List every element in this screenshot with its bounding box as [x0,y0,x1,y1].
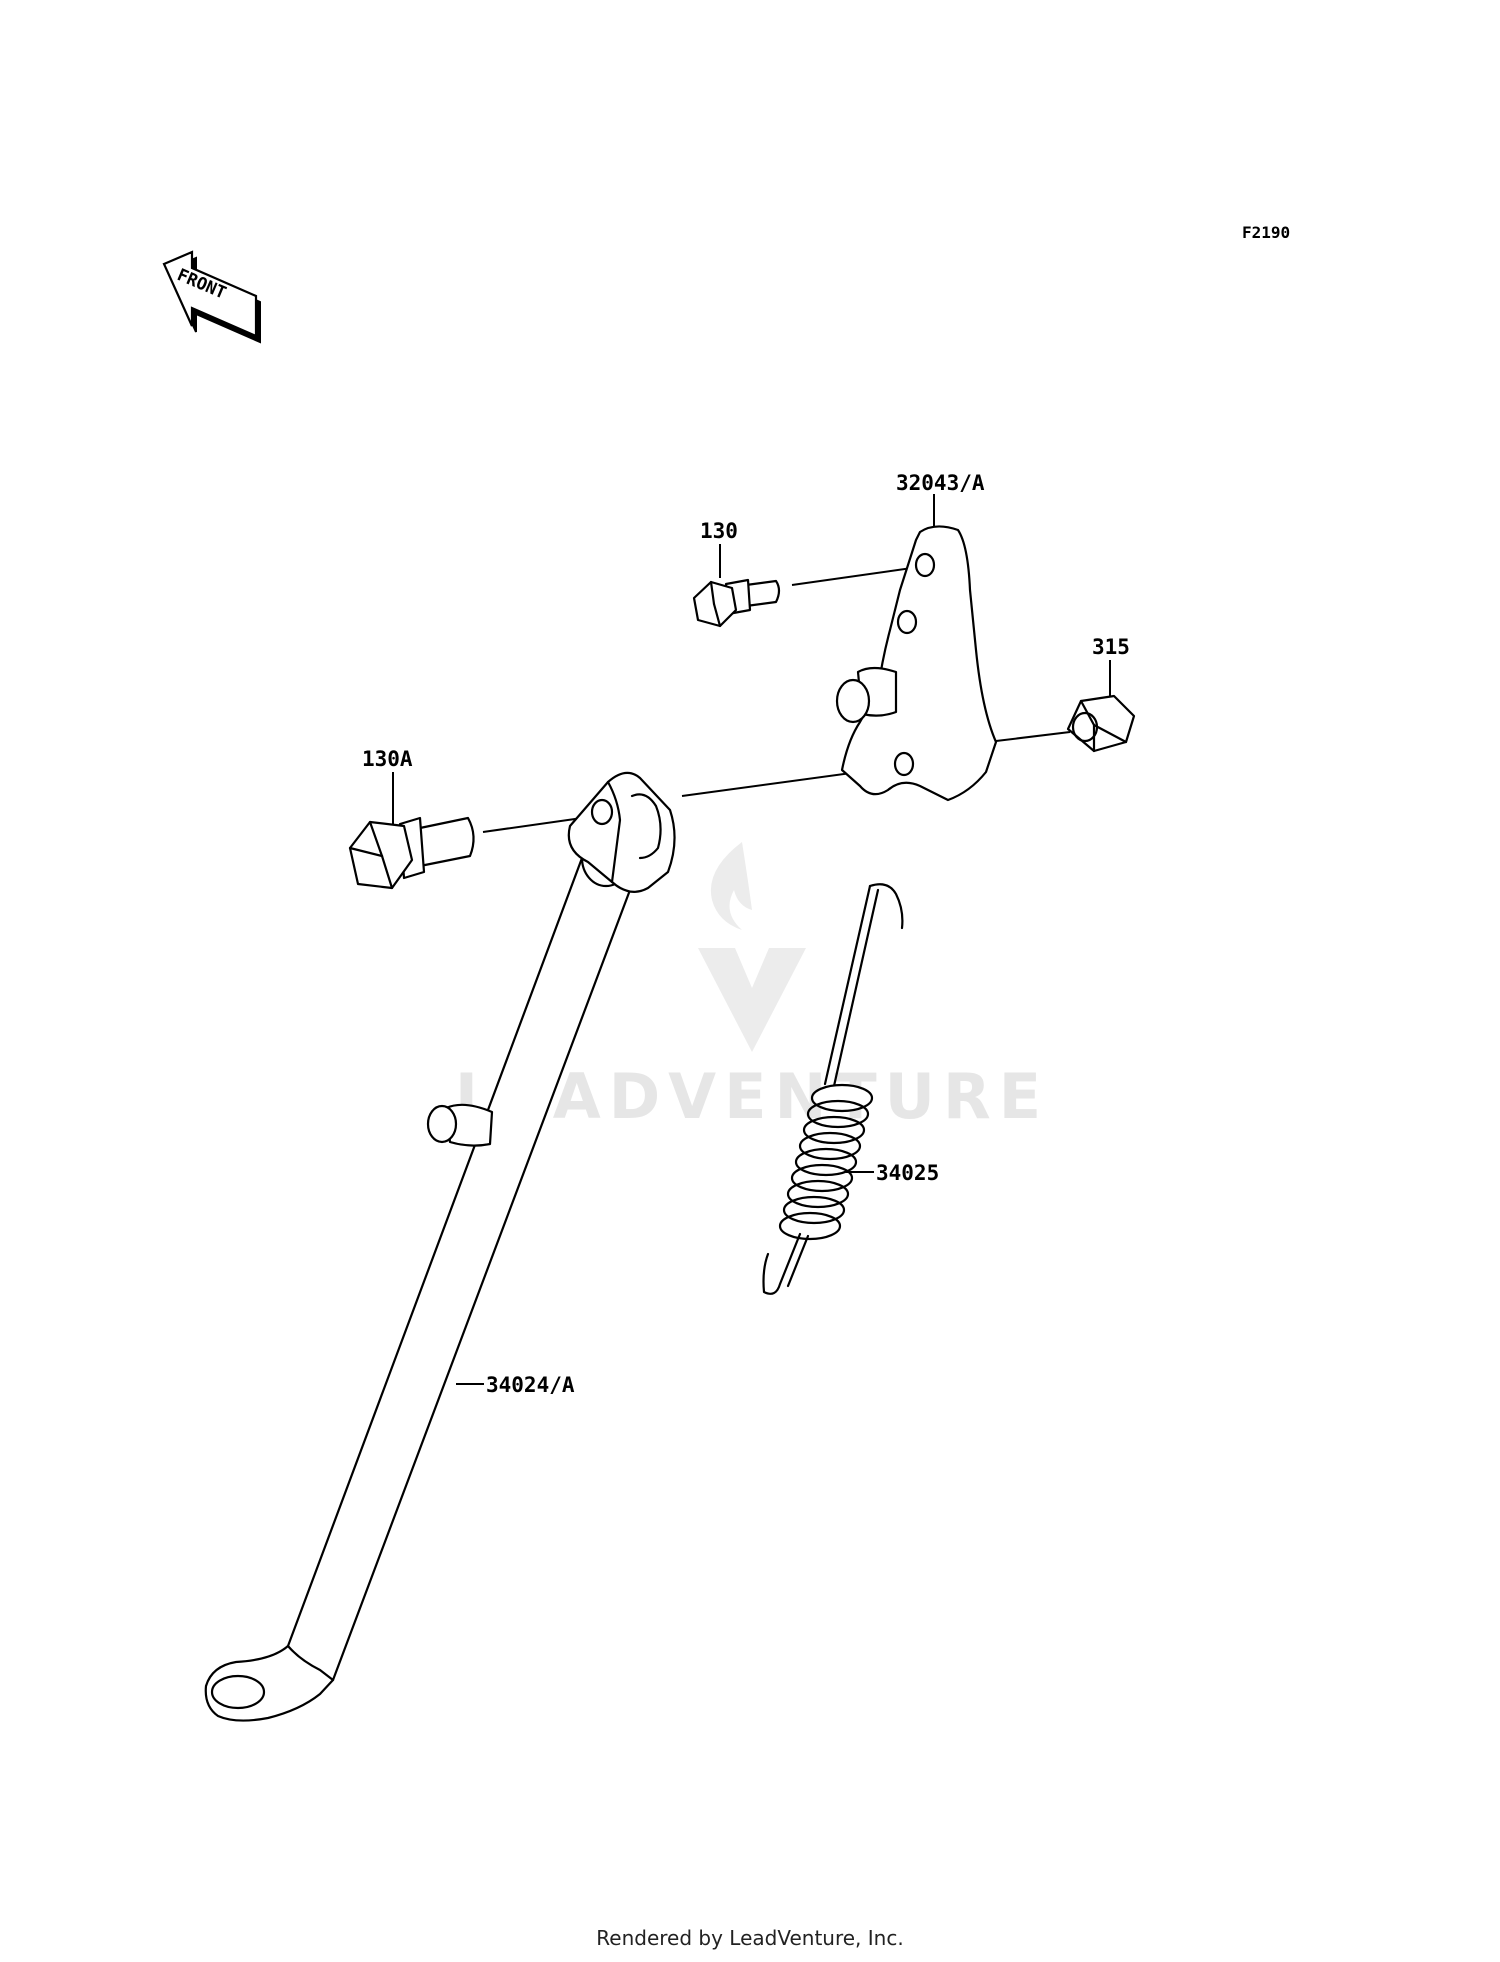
callout-32043a: 32043/A [896,471,985,526]
part-label: 315 [1092,635,1130,659]
part-label: 34025 [876,1161,939,1185]
mounting-bracket [835,525,998,802]
part-label: 130A [362,747,413,771]
callout-130: 130 [700,519,738,578]
callout-130a: 130A [362,747,413,824]
part-label: 32043/A [896,471,985,495]
bolt-130a [348,816,475,890]
bolt-130 [692,578,781,628]
part-label: 34024/A [486,1373,575,1397]
figure-code: F2190 [1242,223,1290,242]
callout-34025: 34025 [846,1161,939,1185]
front-arrow-icon: FRONT [162,250,261,344]
side-stand [204,771,676,1722]
callout-34024a: 34024/A [456,1373,575,1397]
leader-line [791,565,927,586]
leader-line [995,731,1071,742]
callout-315: 315 [1092,635,1130,696]
nut-315 [1066,694,1136,753]
return-spring [762,883,904,1295]
part-label: 130 [700,519,738,543]
render-credit: Rendered by LeadVenture, Inc. [596,1926,904,1950]
